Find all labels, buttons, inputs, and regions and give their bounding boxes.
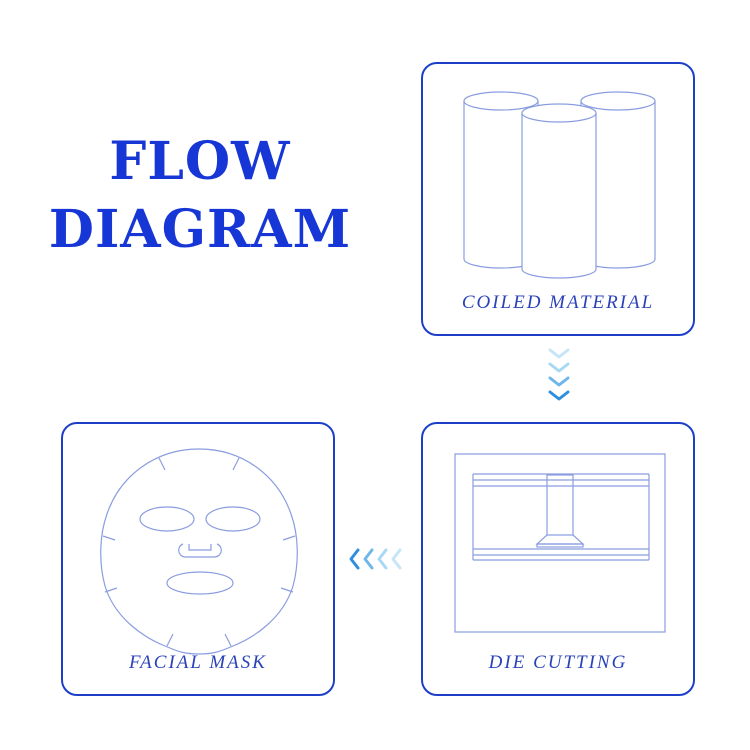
step-die-cutting: DIE CUTTING [421,422,695,696]
step-label-facial-mask: FACIAL MASK [129,652,267,673]
step-label-coiled: COILED MATERIAL [461,292,655,313]
title-line-1: FLOW [109,131,291,192]
title-line-2: DIAGRAM [48,199,352,260]
coiled-rolls-icon [463,91,656,279]
diagram-title: FLOW DIAGRAM [40,128,360,264]
triple-chevron-left-icon [349,548,402,570]
facial-mask-icon [100,448,298,655]
die-cutting-machine-icon [454,453,666,633]
step-label-die-cutting: DIE CUTTING [488,652,628,673]
triple-chevron-down-icon [548,348,570,401]
step-facial-mask: FACIAL MASK [61,422,335,696]
step-coiled-material: COILED MATERIAL [421,62,695,336]
